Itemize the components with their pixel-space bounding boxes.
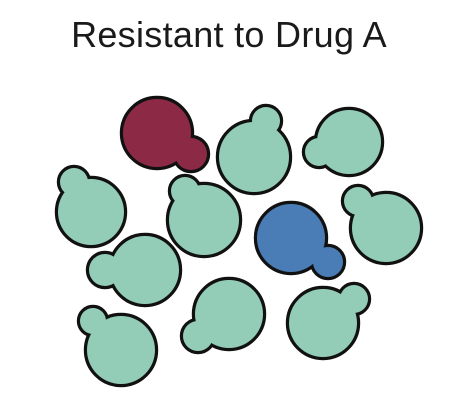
cell-green-6 <box>85 232 183 308</box>
cell-blue <box>253 200 347 281</box>
diagram-title: Resistant to Drug A <box>71 14 387 55</box>
cell-red <box>119 95 211 174</box>
cell-green-3 <box>54 164 128 249</box>
cell-green-2 <box>301 106 385 178</box>
cell-green-9 <box>285 281 372 361</box>
cell-green-5 <box>340 183 424 266</box>
cell-green-8 <box>179 276 267 355</box>
cell-green-7 <box>76 304 159 388</box>
cell-green-4 <box>165 173 243 259</box>
cell-green-1 <box>215 103 293 196</box>
